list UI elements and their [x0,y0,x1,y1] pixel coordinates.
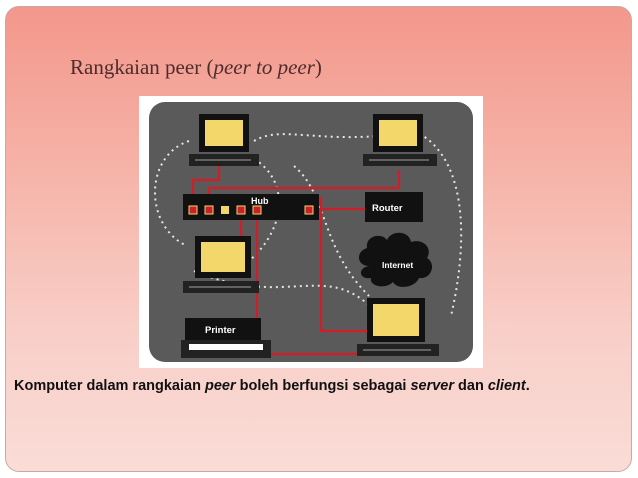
caption-part1: Komputer dalam rangkaian [14,378,205,394]
hub-device: Hub [183,194,319,220]
caption-peer: peer [204,378,236,394]
router-device: Router [365,192,423,222]
computer-top-right [363,114,437,166]
computer-middle-left [183,236,259,293]
hub-label: Hub [251,196,269,206]
caption-part3: dan [454,378,488,394]
diagram-panel [149,102,473,362]
network-diagram: Hub Router Internet Printer [139,96,483,368]
printer-device: Printer [181,318,271,358]
caption-client: client [487,378,526,394]
title-main: Rangkaian peer ( [70,55,214,79]
caption-part2: boleh berfungsi sebagai [235,378,411,394]
dotted-links [154,125,463,317]
router-label: Router [372,203,403,214]
printer-label: Printer [205,325,236,336]
caption-server: server [410,378,454,394]
slide-caption: Komputer dalam rangkaian peer boleh berf… [14,378,530,394]
caption-part4: . [525,378,530,394]
internet-label: Internet [382,260,413,270]
title-italic: peer to peer [213,55,315,79]
title-close: ) [314,55,322,79]
computer-top-left [189,114,259,166]
computer-bottom-right [357,298,439,356]
slide-title: Rangkaian peer (peer to peer) [70,55,322,80]
internet-cloud: Internet [358,232,433,287]
